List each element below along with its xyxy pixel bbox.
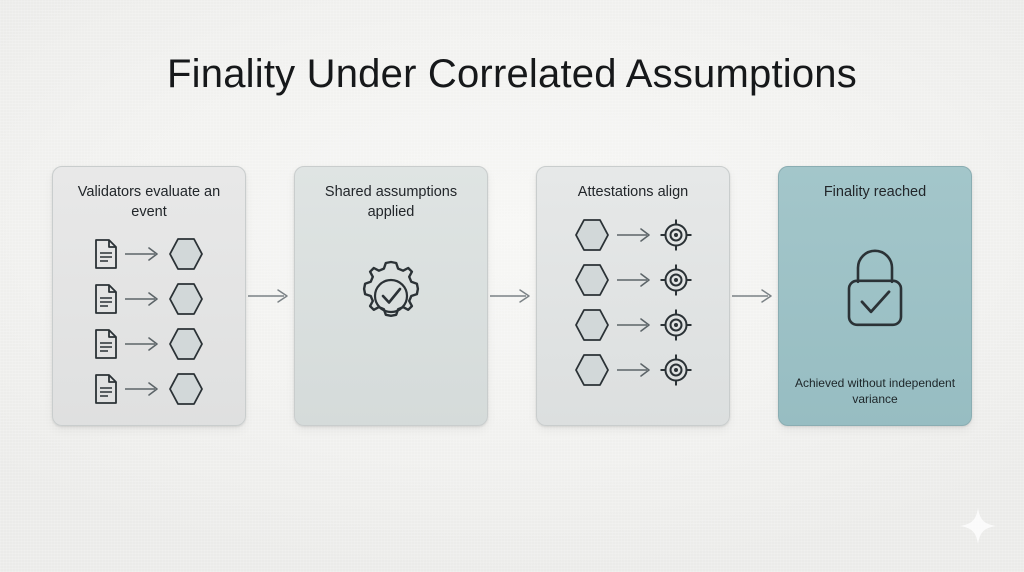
- row-item: [573, 307, 693, 343]
- document-icon: [95, 284, 117, 315]
- connector-2-3: [488, 166, 536, 426]
- connector-3-4: [730, 166, 778, 426]
- target-crosshair-icon: [660, 219, 692, 251]
- step-rows: [573, 217, 693, 388]
- step-title: Finality reached: [823, 184, 927, 200]
- arrow-right-icon: [617, 227, 650, 242]
- hexagon-icon: [169, 328, 203, 361]
- row-item: [93, 326, 205, 362]
- hexagon-icon: [575, 218, 609, 251]
- flow-step-validators[interactable]: Validators evaluate an event: [52, 166, 246, 426]
- target-crosshair-icon: [660, 264, 692, 296]
- page-title: Finality Under Correlated Assumptions: [167, 52, 857, 96]
- arrow-right-icon: [125, 337, 158, 351]
- step-rows: [93, 236, 205, 407]
- hexagon-icon: [575, 353, 609, 386]
- row-item: [573, 217, 693, 253]
- target-crosshair-icon: [660, 354, 692, 386]
- arrow-right-icon: [732, 289, 772, 303]
- connector-1-2: [246, 166, 294, 426]
- step-title: Attestations align: [577, 184, 689, 200]
- flow-step-shared-assumptions[interactable]: Shared assumptions applied: [294, 166, 488, 426]
- flow-step-attestations[interactable]: Attestations align: [536, 166, 730, 426]
- arrow-right-icon: [617, 362, 650, 377]
- row-item: [573, 352, 693, 388]
- hexagon-icon: [575, 308, 609, 341]
- step-title: Shared assumptions applied: [324, 184, 458, 220]
- document-icon: [95, 374, 117, 405]
- step-title: Validators evaluate an event: [77, 184, 221, 220]
- process-flow: Validators evaluate an event: [52, 166, 972, 426]
- sparkle-icon: [960, 508, 996, 544]
- row-item: [93, 281, 205, 317]
- arrow-right-icon: [125, 382, 158, 396]
- arrow-right-icon: [125, 292, 158, 306]
- hexagon-icon: [575, 263, 609, 296]
- target-crosshair-icon: [660, 309, 692, 341]
- document-icon: [95, 329, 117, 360]
- arrow-right-icon: [617, 317, 650, 332]
- gear-check-icon: [362, 260, 420, 317]
- arrow-right-icon: [490, 289, 530, 303]
- flow-step-finality[interactable]: Finality reached Achieved without indepe…: [778, 166, 972, 426]
- arrow-right-icon: [248, 289, 288, 303]
- arrow-right-icon: [617, 272, 650, 287]
- row-item: [573, 262, 693, 298]
- hexagon-icon: [169, 373, 203, 406]
- row-item: [93, 236, 205, 272]
- step-caption: Achieved without independent variance: [794, 375, 956, 406]
- hexagon-icon: [169, 238, 203, 271]
- row-item: [93, 371, 205, 407]
- document-icon: [95, 239, 117, 270]
- hexagon-icon: [169, 283, 203, 316]
- lock-check-icon: [847, 249, 903, 327]
- arrow-right-icon: [125, 247, 158, 261]
